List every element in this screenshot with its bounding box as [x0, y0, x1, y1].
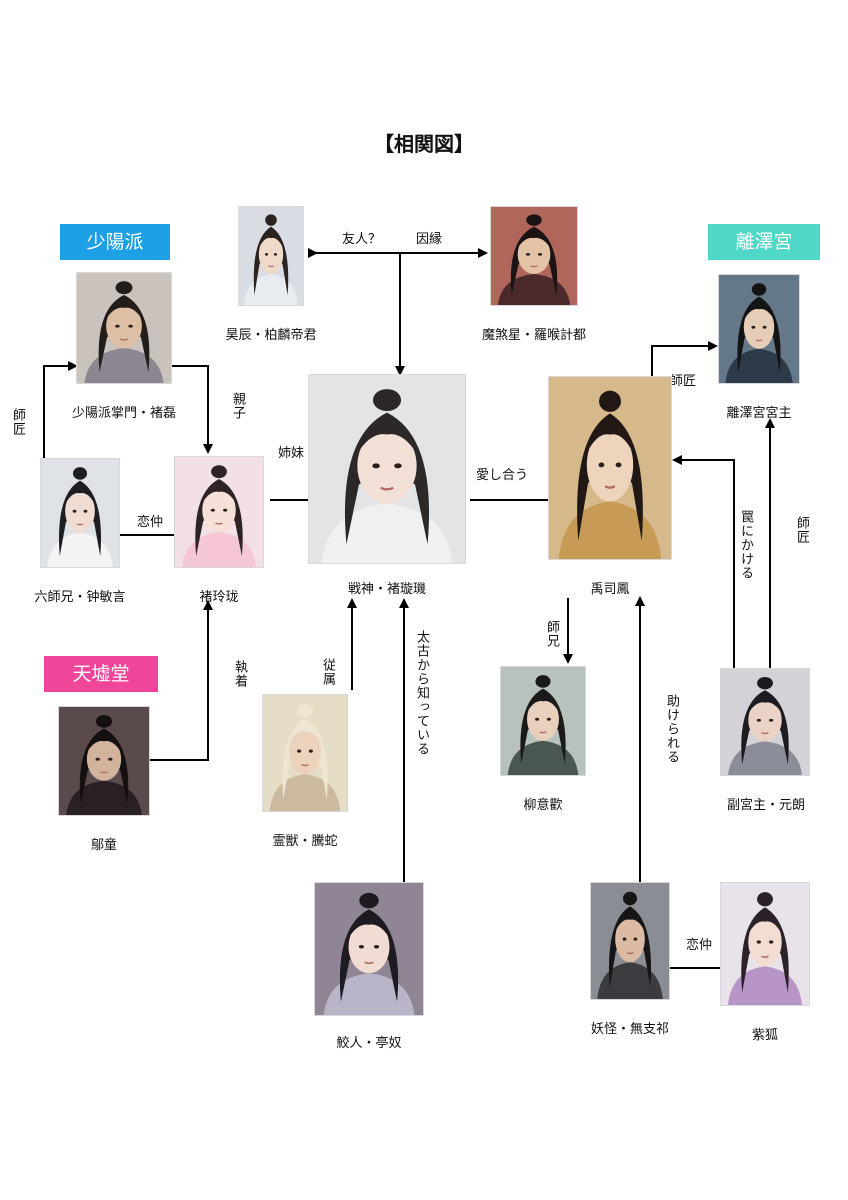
relation-master-right-top: 師匠: [670, 374, 697, 389]
line-trapped: [672, 455, 735, 668]
relation-senior-brother: 師兄: [544, 620, 559, 648]
group-badge-shaoyang: 少陽派: [60, 224, 170, 260]
relation-helped: 助けられる: [664, 694, 679, 764]
line-master-left: [43, 361, 78, 460]
portrait-lize-master: [718, 274, 800, 384]
name-moshaxing: 魔煞星・羅喉計都: [481, 328, 586, 343]
portrait-zhongminyan: [40, 458, 120, 568]
relation-servant: 従属: [320, 658, 335, 686]
relation-master-right: 師匠: [794, 516, 809, 544]
line-master-right-top: [651, 341, 718, 376]
relation-friend: 友人？: [342, 232, 382, 247]
portrait-wutong: [58, 706, 150, 816]
portrait-wuzhiqi: [590, 882, 670, 1000]
relation-obsession: 執着: [232, 660, 247, 688]
relation-trapped: 罠にかける: [738, 510, 753, 580]
name-wuzhiqi: 妖怪・無支祁: [590, 1022, 669, 1037]
name-zihu: 紫狐: [751, 1028, 778, 1043]
group-badge-lize: 離澤宮: [708, 224, 820, 260]
line-parent-child: [172, 365, 213, 454]
name-tingnu: 鮫人・亭奴: [336, 1036, 402, 1051]
diagram-title: 【相関図】: [374, 132, 474, 156]
name-yuanlang: 副宮主・元朗: [726, 798, 805, 813]
relation-lovers-right: 恋仲: [686, 938, 713, 953]
relation-sisters: 姉妹: [278, 446, 305, 461]
portrait-yusifeng: [548, 376, 672, 560]
name-chulinglong: 褚玲珑: [199, 590, 239, 605]
relation-lovers-left: 恋仲: [137, 515, 164, 530]
relation-fate: 因縁: [416, 232, 443, 247]
portrait-tingnu: [314, 882, 424, 1016]
name-zhongminyan: 六師兄・钟敏言: [34, 590, 126, 605]
portrait-tengshe: [262, 694, 348, 812]
relation-master-left: 師匠: [10, 408, 25, 436]
line-obsession: [150, 600, 213, 761]
portrait-yuanlang: [720, 668, 810, 776]
relation-know-ancient: 太古から知っている: [414, 630, 429, 756]
name-haochen: 昊辰・柏麟帝君: [225, 328, 317, 343]
name-chuxuanji: 戦神・褚璇璣: [347, 582, 426, 597]
relation-love-each-other: 愛し合う: [476, 468, 529, 483]
portrait-chuxuanji: [308, 374, 466, 564]
name-liuyihuan: 柳意歡: [523, 798, 563, 813]
portrait-zihu: [720, 882, 810, 1006]
portrait-moshaxing: [490, 206, 578, 306]
name-wutong: 鄔童: [90, 838, 117, 853]
portrait-liuyihuan: [500, 666, 586, 776]
name-tengshe: 霊獣・騰蛇: [272, 834, 338, 849]
group-badge-tianxu: 天墟堂: [44, 656, 158, 692]
name-yusifeng: 禹司鳳: [590, 582, 630, 597]
portrait-chulinglong: [174, 456, 264, 568]
relation-parent-child: 親子: [230, 392, 245, 420]
name-shaoyang-master: 少陽派掌門・褚磊: [71, 406, 176, 421]
portrait-shaoyang-master: [76, 272, 172, 384]
portrait-haochen: [238, 206, 304, 306]
name-lize-master: 離澤宮宮主: [726, 406, 792, 421]
